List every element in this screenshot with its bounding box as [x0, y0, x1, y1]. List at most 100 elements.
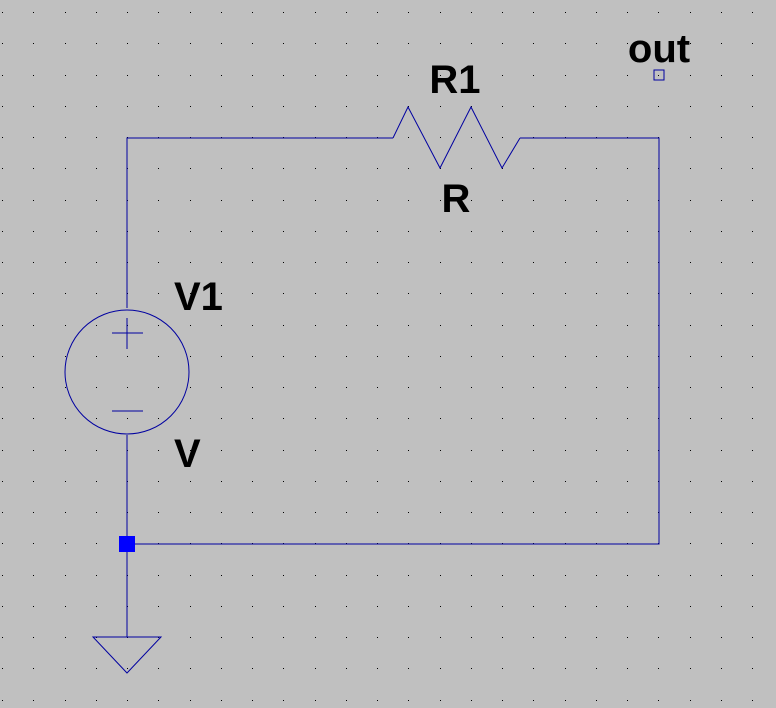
grid-dot — [533, 168, 534, 169]
grid-dot — [65, 43, 66, 44]
grid-dot — [471, 637, 472, 638]
grid-dot — [2, 481, 3, 482]
grid-dot — [315, 293, 316, 294]
grid-dot — [283, 75, 284, 76]
grid-dot — [658, 668, 659, 669]
grid-dot — [471, 387, 472, 388]
grid-dot — [627, 106, 628, 107]
grid-dot — [502, 200, 503, 201]
grid-dot — [315, 450, 316, 451]
grid-dot — [565, 106, 566, 107]
grid-dot — [440, 43, 441, 44]
net-label-out[interactable]: out — [628, 27, 690, 71]
net-label-port-icon[interactable] — [653, 69, 665, 81]
grid-dot — [346, 418, 347, 419]
grid-dot — [627, 12, 628, 13]
grid-dot — [377, 325, 378, 326]
grid-dot — [408, 231, 409, 232]
resistor-r1[interactable] — [392, 105, 521, 170]
grid-dot — [752, 637, 753, 638]
grid-dot — [627, 637, 628, 638]
grid-dot — [283, 231, 284, 232]
grid-dot — [565, 293, 566, 294]
grid-dot — [721, 43, 722, 44]
grid-dot — [283, 387, 284, 388]
grid-dot — [346, 106, 347, 107]
grid-dot — [690, 512, 691, 513]
grid-dot — [252, 606, 253, 607]
grid-dot — [2, 293, 3, 294]
grid-dot — [408, 481, 409, 482]
grid-dot — [752, 231, 753, 232]
grid-dot — [440, 75, 441, 76]
grid-dot — [252, 12, 253, 13]
grid-dot — [2, 137, 3, 138]
grid-dot — [752, 200, 753, 201]
voltage-source-v1[interactable] — [64, 309, 190, 435]
grid-dot — [190, 450, 191, 451]
grid-dot — [190, 418, 191, 419]
grid-dot — [440, 637, 441, 638]
grid-dot — [440, 700, 441, 701]
grid-dot — [533, 75, 534, 76]
grid-dot — [533, 387, 534, 388]
wire-top-right[interactable] — [127, 137, 660, 545]
grid-dot — [283, 43, 284, 44]
grid-dot — [690, 75, 691, 76]
grid-dot — [408, 700, 409, 701]
grid-dot — [221, 356, 222, 357]
grid-dot — [190, 43, 191, 44]
grid-dot — [33, 231, 34, 232]
grid-dot — [596, 43, 597, 44]
grid-dot — [127, 668, 128, 669]
grid-dot — [565, 700, 566, 701]
grid-dot — [346, 12, 347, 13]
resistor-value-label[interactable]: R — [442, 177, 471, 221]
grid-dot — [221, 12, 222, 13]
wires — [126, 137, 660, 637]
grid-dot — [408, 106, 409, 107]
junction-dot — [119, 536, 135, 552]
grid-dot — [96, 293, 97, 294]
grid-dot — [221, 106, 222, 107]
grid-dot — [315, 200, 316, 201]
grid-dot — [627, 356, 628, 357]
grid-dot — [471, 512, 472, 513]
grid-dot — [346, 575, 347, 576]
wire-top-left[interactable] — [126, 137, 393, 308]
grid-dot — [596, 700, 597, 701]
grid-dot — [96, 325, 97, 326]
grid-dot — [221, 512, 222, 513]
grid-dot — [533, 575, 534, 576]
grid-dot — [96, 700, 97, 701]
source-value-label[interactable]: V — [174, 432, 201, 476]
resistor-ref-label[interactable]: R1 — [429, 58, 480, 102]
grid-dot — [377, 356, 378, 357]
grid-dot — [502, 668, 503, 669]
grid-dot — [627, 387, 628, 388]
grid-dot — [533, 668, 534, 669]
grid-dot — [96, 450, 97, 451]
source-ref-label[interactable]: V1 — [174, 275, 223, 319]
grid-dot — [721, 137, 722, 138]
grid-dot — [190, 700, 191, 701]
ground-icon[interactable] — [91, 636, 163, 674]
grid-dot — [65, 75, 66, 76]
grid-dot — [658, 75, 659, 76]
grid-dot — [65, 575, 66, 576]
grid-dot — [96, 418, 97, 419]
grid-dot — [65, 668, 66, 669]
grid-dot — [440, 606, 441, 607]
grid-dot — [2, 106, 3, 107]
grid-dot — [721, 200, 722, 201]
grid-dot — [440, 668, 441, 669]
grid-dot — [315, 168, 316, 169]
grid-dot — [377, 512, 378, 513]
grid-dot — [565, 387, 566, 388]
grid-dot — [190, 387, 191, 388]
grid-dot — [252, 325, 253, 326]
grid-dot — [2, 43, 3, 44]
grid-dot — [440, 106, 441, 107]
grid-dot — [752, 418, 753, 419]
